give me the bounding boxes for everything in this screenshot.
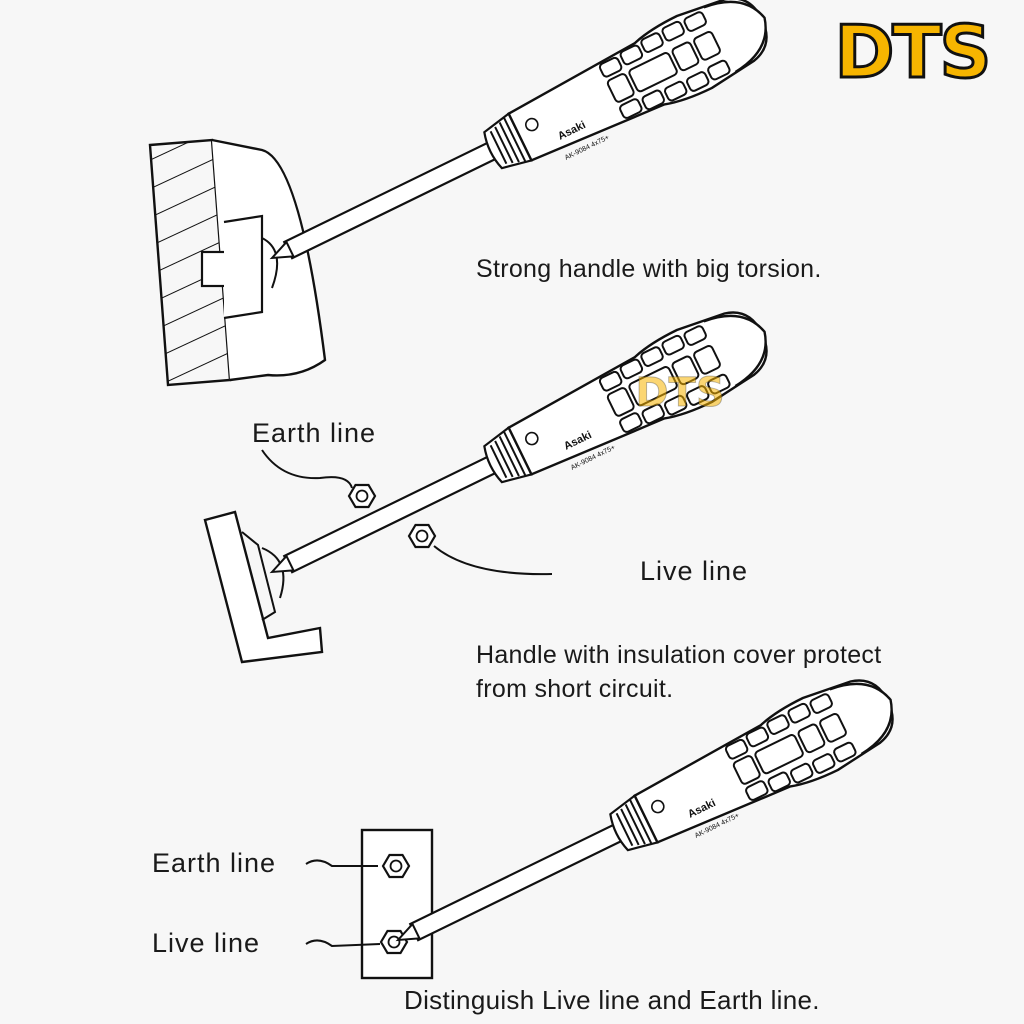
earth-leader-line [261,449,353,489]
logo-text: DTS [833,9,993,96]
panel2-live-label: Live line [640,556,749,586]
earth-nut-icon [347,483,377,509]
panel3-live-label: Live line [152,928,261,958]
panel3-caption: Distinguish Live line and Earth line. [404,985,820,1015]
earth-terminal-icon [381,853,411,879]
panel3-figure [305,662,910,980]
earth-leader-line-3 [305,859,378,867]
panel3-earth-label: Earth line [152,848,277,878]
panel2-caption-line1: Handle with insulation cover protect [476,641,882,669]
live-leader-line [433,545,553,576]
logo-watermark: DTS [635,370,725,417]
panel2-earth-label: Earth line [252,418,377,448]
terminal-box [360,828,434,980]
live-leader-line-3 [305,939,381,948]
panel1-caption: Strong handle with big torsion. [476,255,822,283]
panel1-figure [148,0,784,387]
live-nut-icon [407,523,437,549]
brand-logo: DTS [812,9,1012,96]
screwdriver-1 [253,0,784,296]
bent-plate [203,510,324,664]
wall-block [148,138,327,387]
panel2-figure [203,294,784,664]
panel2-caption-line2: from short circuit. [476,675,674,703]
screwdriver-3 [379,662,910,978]
